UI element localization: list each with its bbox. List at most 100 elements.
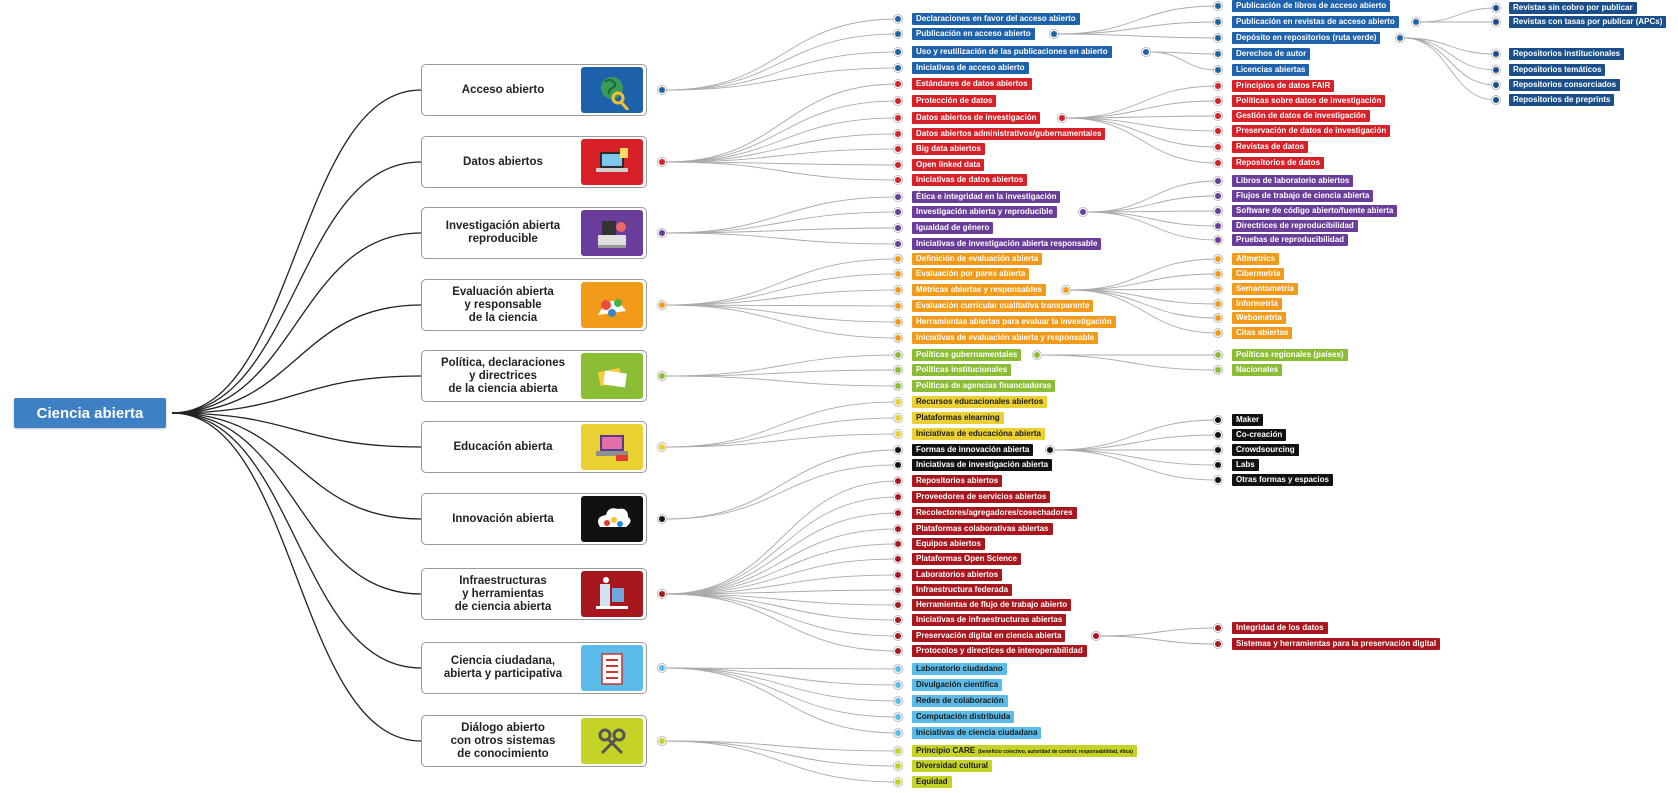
node-l2a2[interactable]: Depósito en repositorios (ruta verde)	[1232, 32, 1381, 44]
node-l1f5[interactable]: Plataformas Open Science	[912, 553, 1021, 565]
node-l1d6[interactable]: Iniciativas de datos abiertos	[912, 174, 1028, 186]
dot-l1f4[interactable]	[894, 540, 902, 548]
dot-l1ed0[interactable]	[894, 398, 902, 406]
dot-l2a4[interactable]	[1214, 66, 1222, 74]
dot-l3a5[interactable]	[1492, 96, 1500, 104]
node-l1c4[interactable]: Iniciativas de ciencia ciudadana	[912, 727, 1042, 739]
branch-dot-evalua[interactable]	[658, 301, 666, 309]
dot-l1d0[interactable]	[894, 80, 902, 88]
dot-l2i4[interactable]	[1214, 236, 1222, 244]
branch-acceso[interactable]: Acceso abierto	[421, 64, 647, 116]
dot-l2e1[interactable]	[1214, 270, 1222, 278]
branch-politica[interactable]: Política, declaraciones y directrices de…	[421, 350, 647, 402]
node-l1d5[interactable]: Open linked data	[912, 159, 985, 171]
node-l1g1[interactable]: Diversidad cultural	[912, 760, 993, 772]
node-l1a2[interactable]: Uso y reutilización de las publicaciones…	[912, 46, 1112, 58]
node-l1c3[interactable]: Computación distribuida	[912, 711, 1015, 723]
node-l1c1[interactable]: Divulgación científica	[912, 679, 1003, 691]
node-l1f9[interactable]: Iniciativas de infraestructuras abiertas	[912, 614, 1067, 626]
dot-l2n2[interactable]	[1214, 446, 1222, 454]
node-l2e4[interactable]: Webometría	[1232, 312, 1286, 324]
dot-l1n1[interactable]	[894, 461, 902, 469]
node-l2i0[interactable]: Libros de laboratorio abiertos	[1232, 175, 1354, 187]
node-l2d1[interactable]: Políticas sobre datos de investigación	[1232, 95, 1386, 107]
dot-l1f9[interactable]	[894, 616, 902, 624]
dot-l1e3[interactable]	[894, 302, 902, 310]
out-dot-l2a2[interactable]	[1395, 34, 1404, 42]
dot-l2a1[interactable]	[1214, 18, 1222, 26]
node-l1p0[interactable]: Políticas gubernamentales	[912, 349, 1022, 361]
node-l1a0[interactable]: Declaraciones en favor del acceso abiert…	[912, 13, 1080, 25]
node-l2d0[interactable]: Principios de datos FAIR	[1232, 80, 1335, 92]
node-l2n4[interactable]: Otras formas y espacios	[1232, 474, 1333, 486]
node-l2f0[interactable]: Integridad de los datos	[1232, 622, 1328, 634]
out-dot-l1a2[interactable]	[1142, 48, 1151, 56]
branch-dialogo[interactable]: Diálogo abierto con otros sistemas de co…	[421, 715, 647, 767]
node-l1e2[interactable]: Métricas abiertas y responsables	[912, 284, 1046, 296]
branch-educa[interactable]: Educación abierta	[421, 421, 647, 473]
dot-l2n0[interactable]	[1214, 416, 1222, 424]
dot-l1a2[interactable]	[894, 48, 902, 56]
node-l1f8[interactable]: Herramientas de flujo de trabajo abierto	[912, 599, 1072, 611]
dot-l1n0[interactable]	[894, 446, 902, 454]
dot-l3a4[interactable]	[1492, 81, 1500, 89]
node-l3a0[interactable]: Revistas sin cobro por publicar	[1509, 2, 1637, 14]
root-node-ciencia-abierta[interactable]: Ciencia abierta	[14, 398, 166, 428]
node-l2e5[interactable]: Citas abiertas	[1232, 327, 1293, 339]
dot-l2i1[interactable]	[1214, 192, 1222, 200]
branch-dot-politica[interactable]	[658, 372, 666, 380]
node-l1f3[interactable]: Plataformas colaborativas abiertas	[912, 523, 1053, 535]
dot-l1d1[interactable]	[894, 97, 902, 105]
dot-l2p1[interactable]	[1214, 366, 1222, 374]
dot-l1i0[interactable]	[894, 193, 902, 201]
branch-invest[interactable]: Investigación abierta reproducible	[421, 207, 647, 259]
dot-l1i3[interactable]	[894, 240, 902, 248]
out-dot-l2a1[interactable]	[1412, 18, 1421, 26]
node-l2e2[interactable]: Semantometría	[1232, 283, 1298, 295]
dot-l3a3[interactable]	[1492, 66, 1500, 74]
dot-l1f0[interactable]	[894, 477, 902, 485]
node-l2i1[interactable]: Flujos de trabajo de ciencia abierta	[1232, 190, 1374, 202]
node-l1d0[interactable]: Estándares de datos abiertos	[912, 78, 1032, 90]
dot-l1p1[interactable]	[894, 366, 902, 374]
dot-l1f7[interactable]	[894, 586, 902, 594]
node-l1f0[interactable]: Repositorios abiertos	[912, 475, 1003, 487]
dot-l2e3[interactable]	[1214, 300, 1222, 308]
dot-l2e4[interactable]	[1214, 314, 1222, 322]
dot-l1f3[interactable]	[894, 525, 902, 533]
dot-l3a1[interactable]	[1492, 18, 1500, 26]
branch-dot-datos[interactable]	[658, 158, 666, 166]
branch-dot-invest[interactable]	[658, 229, 666, 237]
node-l2i4[interactable]: Pruebas de reproducibilidad	[1232, 234, 1349, 246]
node-l1ed2[interactable]: Iniciativas de educacióna abierta	[912, 428, 1045, 440]
node-l1e0[interactable]: Definición de evaluación abierta	[912, 253, 1043, 265]
dot-l3a2[interactable]	[1492, 50, 1500, 58]
out-dot-l1p0[interactable]	[1033, 351, 1041, 359]
node-l2a1[interactable]: Publicación en revistas de acceso abiert…	[1232, 16, 1399, 28]
dot-l2d4[interactable]	[1214, 143, 1222, 151]
node-l1i1[interactable]: Investigación abierta y reproducible	[912, 206, 1057, 218]
node-l2n0[interactable]: Maker	[1232, 414, 1264, 426]
dot-l2e2[interactable]	[1214, 285, 1222, 293]
dot-l2d3[interactable]	[1214, 127, 1222, 135]
dot-l2i2[interactable]	[1214, 207, 1222, 215]
dot-l1g1[interactable]	[894, 762, 902, 770]
node-l2i2[interactable]: Software de código abierto/fuente abiert…	[1232, 205, 1398, 217]
dot-l1d4[interactable]	[894, 145, 902, 153]
dot-l2d5[interactable]	[1214, 159, 1222, 167]
node-l1f2[interactable]: Recolectores/agregadores/cosechadores	[912, 507, 1077, 519]
dot-l1d3[interactable]	[894, 130, 902, 138]
dot-l1f2[interactable]	[894, 509, 902, 517]
dot-l2n1[interactable]	[1214, 431, 1222, 439]
node-l1n1[interactable]: Iniciativas de investigación abierta	[912, 459, 1053, 471]
node-l1ed1[interactable]: Plataformas elearning	[912, 412, 1004, 424]
dot-l1e4[interactable]	[894, 318, 902, 326]
dot-l1f8[interactable]	[894, 601, 902, 609]
dot-l1a0[interactable]	[894, 15, 902, 23]
dot-l1e0[interactable]	[894, 255, 902, 263]
node-l1f1[interactable]: Proveedores de servicios abiertos	[912, 491, 1051, 503]
branch-dot-acceso[interactable]	[658, 86, 666, 94]
node-l2d4[interactable]: Revistas de datos	[1232, 141, 1309, 153]
dot-l1e2[interactable]	[894, 286, 902, 294]
node-l1f11[interactable]: Protocolos y directices de interoperabil…	[912, 645, 1087, 657]
